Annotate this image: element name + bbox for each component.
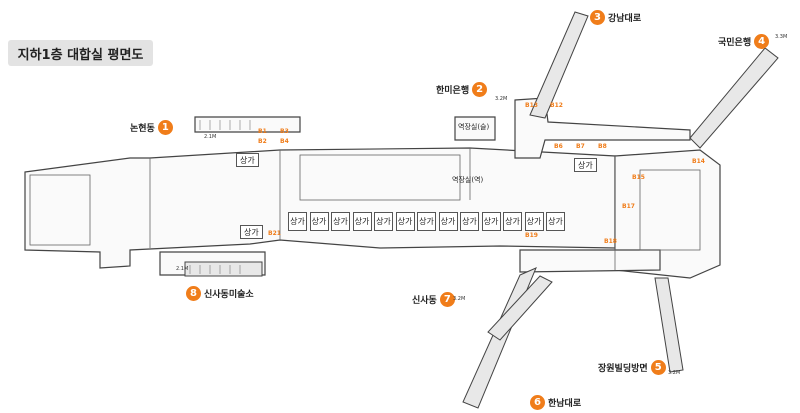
- concourse-outline: [24, 147, 616, 269]
- office-nook: [454, 116, 496, 141]
- shop-large-3: 상가: [574, 158, 597, 172]
- shop-large-1: 상가: [236, 153, 259, 167]
- exit-5[interactable]: 5 장원빌딩방면: [598, 360, 666, 375]
- shop-5: 상가: [374, 212, 393, 231]
- tag-b4: B4: [280, 138, 289, 145]
- shop-3: 상가: [331, 212, 350, 231]
- height-label-2: 2.1M: [176, 266, 189, 272]
- height-label-5: 3.2M: [668, 370, 681, 376]
- exit-1-badge: 1: [157, 120, 173, 135]
- shop-2: 상가: [309, 212, 329, 231]
- exit-8-label: 신사동미술소: [204, 290, 254, 300]
- shop-4: 상가: [352, 212, 372, 231]
- tag-b2: B2: [258, 138, 267, 145]
- tag-b17: B17: [622, 203, 635, 210]
- shop-large-2: 상가: [240, 225, 263, 239]
- tag-b21: B21: [268, 230, 281, 237]
- exit7-corridor: [487, 275, 553, 341]
- tag-b15: B15: [632, 174, 645, 181]
- exit-2-label: 한미은행: [436, 86, 470, 96]
- exit5-corridor: [654, 277, 684, 373]
- tag-b6: B6: [554, 143, 563, 150]
- exit-4[interactable]: 4 국민은행: [718, 34, 770, 49]
- shop-10: 상가: [481, 212, 501, 231]
- exit-7-badge: 7: [439, 292, 455, 307]
- exit-7[interactable]: 7 신사동: [412, 292, 455, 307]
- shop-7: 상가: [417, 212, 436, 231]
- exit-3[interactable]: 3 강남대로: [590, 10, 641, 25]
- exit4-corridor: [689, 47, 779, 149]
- height-label-6: 3.3M: [775, 34, 788, 40]
- shop-11: 상가: [503, 212, 522, 231]
- exit-1[interactable]: 1 논현동: [130, 120, 173, 135]
- tag-b12: B12: [550, 102, 563, 109]
- exit-4-badge: 4: [754, 34, 770, 49]
- tag-b7: B7: [576, 143, 585, 150]
- station-office: 역장실(역): [452, 176, 484, 184]
- exit1-stair: [194, 116, 301, 133]
- exit-2-badge: 2: [472, 82, 488, 97]
- shop-12: 상가: [524, 212, 544, 231]
- tag-b3: B3: [280, 128, 289, 135]
- shop-13: 상가: [546, 212, 565, 231]
- tag-b1: B1: [258, 128, 267, 135]
- tag-b19: B19: [525, 232, 538, 239]
- lower-passage: [519, 249, 661, 273]
- exit-3-badge: 3: [590, 10, 605, 25]
- exit8-corridor: [184, 261, 263, 277]
- shop-8: 상가: [438, 212, 458, 231]
- tag-b8: B8: [598, 143, 607, 150]
- exit-6[interactable]: 6 한남대로: [530, 395, 581, 410]
- office-2: 역장실(슬): [458, 123, 490, 131]
- exit-8-badge: 8: [186, 286, 201, 301]
- shop-6: 상가: [395, 212, 415, 231]
- exit-4-label: 국민은행: [718, 38, 752, 48]
- exit-5-label: 장원빌딩방면: [598, 364, 648, 374]
- exit3-corridor: [529, 11, 589, 119]
- shop-1: 상가: [288, 212, 307, 231]
- exit-1-label: 논현동: [130, 124, 155, 134]
- height-label-1: 2.1M: [204, 134, 217, 140]
- tag-b14: B14: [692, 158, 705, 165]
- exit-5-badge: 5: [650, 360, 666, 375]
- exit-6-label: 한남대로: [548, 399, 582, 409]
- plan-title: 지하1층 대합실 평면도: [8, 40, 153, 66]
- tag-b18: B18: [604, 238, 617, 245]
- exit-3-label: 강남대로: [608, 14, 642, 24]
- exit-7-label: 신사동: [412, 296, 437, 306]
- tag-b13: B13: [525, 102, 538, 109]
- exit-2[interactable]: 2 한미은행: [436, 82, 488, 97]
- exit-6-badge: 6: [530, 395, 545, 410]
- exit-8[interactable]: 8 신사동미술소: [186, 286, 254, 301]
- shop-9: 상가: [460, 212, 479, 231]
- height-label-3: 3.2M: [495, 96, 508, 102]
- height-label-4: 3.2M: [453, 296, 466, 302]
